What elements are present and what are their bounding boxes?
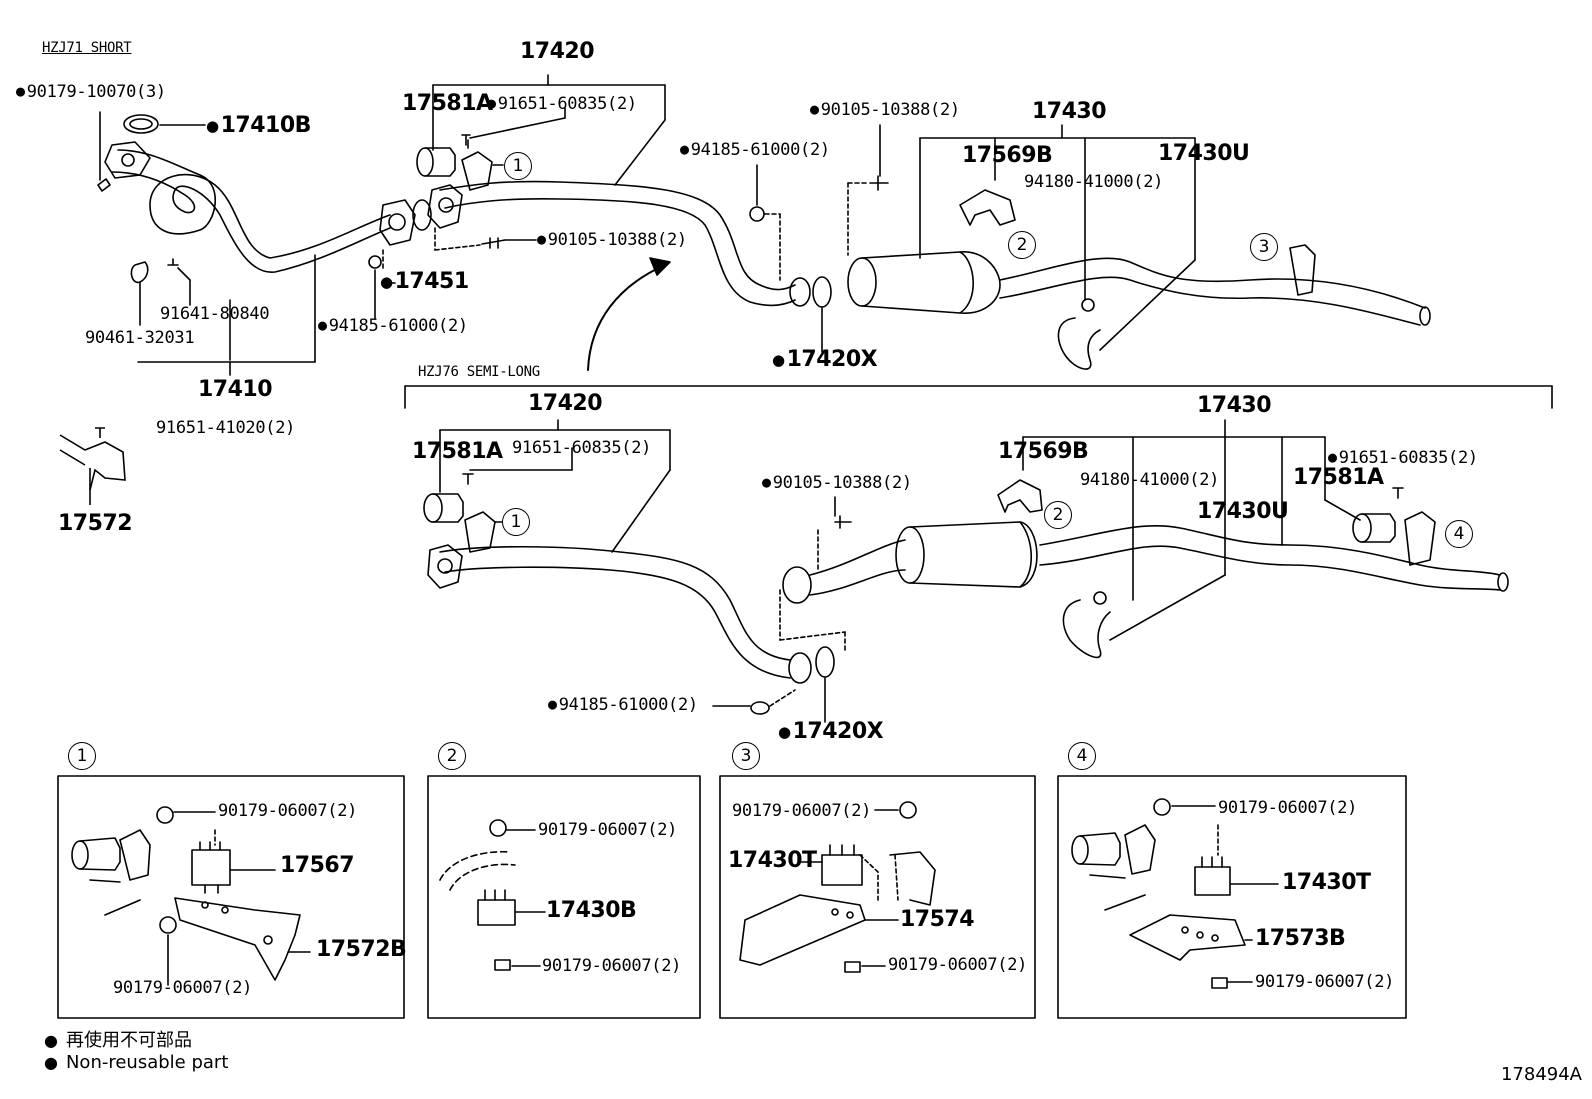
- center-pipe-17420-bottom: [427, 544, 812, 684]
- part-17569B-top: 17569B: [962, 143, 1053, 168]
- legend-text-en: Non-reusable part: [65, 1052, 229, 1073]
- diagram-reference-number: 178494A: [1500, 1064, 1582, 1085]
- part-94180-41000-bottom: 94180-41000(2): [1080, 470, 1220, 490]
- detail-box-2: [427, 775, 701, 1019]
- detail-3-nut-top: 90179-06007(2): [732, 801, 872, 821]
- part-17572: 17572: [58, 511, 133, 536]
- part-91651-41020: 91651-41020(2): [156, 418, 296, 438]
- detail-box-3: [719, 775, 1036, 1019]
- legend-text-jp: 再使用不可部品: [65, 1030, 192, 1051]
- muffler-17430-bottom: [782, 521, 1509, 604]
- detail-2-art: [439, 819, 546, 971]
- callout-1-top: 1: [504, 152, 532, 180]
- bracket-17572-art: [59, 427, 126, 505]
- legend-bullet: ●: [44, 1031, 58, 1050]
- legend-bullet: ●: [44, 1053, 58, 1072]
- detail-1-art: [71, 806, 311, 986]
- part-17581A-top: 17581A: [402, 91, 493, 116]
- detail-box-4: [1057, 775, 1407, 1019]
- detail-4-part-17430T: 17430T: [1282, 870, 1371, 895]
- part-17420X-bottom: 17420X: [778, 721, 884, 743]
- detail-3-number: 3: [732, 742, 760, 770]
- detail-2-nut-bottom: 90179-06007(2): [542, 956, 682, 976]
- part-17581A-bottom-right: 17581A: [1293, 465, 1384, 490]
- detail-4-art: [1071, 798, 1279, 989]
- detail-1-nut-top: 90179-06007(2): [218, 801, 358, 821]
- detail-4-part-17573B: 17573B: [1255, 926, 1346, 951]
- part-91651-60835-top: 91651-60835(2): [487, 94, 637, 114]
- legend-japanese: ● 再使用不可部品: [44, 1026, 192, 1052]
- variant-label-top: HZJ71 SHORT: [42, 40, 132, 56]
- callout-2-bottom: 2: [1044, 501, 1072, 529]
- part-17581A-bottom: 17581A: [412, 439, 503, 464]
- part-90461-32031: 90461-32031: [85, 328, 195, 348]
- part-90105-10388-bottom: 90105-10388(2): [762, 473, 912, 493]
- detail-box-1: [57, 775, 405, 1019]
- part-17410B: 17410B: [206, 115, 312, 137]
- detail-4-number: 4: [1068, 742, 1096, 770]
- part-17430-bottom: 17430: [1197, 393, 1272, 418]
- part-94185-61000-top-b: 94185-61000(2): [318, 316, 468, 336]
- callout-3-top: 3: [1250, 233, 1278, 261]
- part-90105-10388-top-b: 90105-10388(2): [537, 230, 687, 250]
- front-pipe-17410: [104, 141, 391, 273]
- detail-4-nut-bottom: 90179-06007(2): [1255, 972, 1395, 992]
- part-91651-60835-bottom: 91651-60835(2): [512, 438, 652, 458]
- part-17430U-bottom: 17430U: [1197, 499, 1289, 524]
- variant-label-bottom: HZJ76 SEMI-LONG: [418, 364, 540, 380]
- part-17569B-bottom: 17569B: [998, 439, 1089, 464]
- detail-3-part-17574: 17574: [900, 907, 975, 932]
- gasket-17410B: [123, 114, 159, 134]
- muffler-17430-top: [847, 251, 1431, 326]
- detail-1-number: 1: [68, 742, 96, 770]
- part-17420-top: 17420: [520, 39, 595, 64]
- part-94180-41000-top: 94180-41000(2): [1024, 172, 1164, 192]
- part-17430U-top: 17430U: [1158, 141, 1250, 166]
- detail-2-part-17430B: 17430B: [546, 898, 637, 923]
- callout-2-top: 2: [1008, 231, 1036, 259]
- detail-3-art: [739, 801, 936, 973]
- detail-3-nut-bottom: 90179-06007(2): [888, 955, 1028, 975]
- part-17451: 17451: [380, 271, 470, 293]
- detail-2-nut-top: 90179-06007(2): [538, 820, 678, 840]
- detail-2-number: 2: [438, 742, 466, 770]
- detail-4-nut-top: 90179-06007(2): [1218, 798, 1358, 818]
- part-17420X-top: 17420X: [772, 349, 878, 371]
- part-90179-10070: 90179-10070(3): [16, 82, 166, 102]
- part-91641-80840: 91641-80840: [160, 304, 270, 324]
- detail-1-nut-bottom: 90179-06007(2): [113, 978, 253, 998]
- detail-1-part-17572B: 17572B: [316, 937, 407, 962]
- part-90105-10388-top-a: 90105-10388(2): [810, 100, 960, 120]
- center-pipe-17420: [427, 180, 811, 307]
- part-17420-bottom: 17420: [528, 391, 603, 416]
- detail-1-part-17567: 17567: [280, 853, 355, 878]
- part-17430-top: 17430: [1032, 99, 1107, 124]
- detail-3-part-17430T: 17430T: [728, 848, 817, 873]
- callout-1-bottom: 1: [502, 508, 530, 536]
- part-94185-61000-bottom: 94185-61000(2): [548, 695, 698, 715]
- bolt-icon: [97, 178, 111, 192]
- legend-english: ● Non-reusable part: [44, 1052, 228, 1073]
- part-17410: 17410: [198, 377, 273, 402]
- callout-4-bottom: 4: [1445, 520, 1473, 548]
- part-91651-60835-bottom-right: 91651-60835(2): [1328, 448, 1478, 468]
- part-94185-61000-top-a: 94185-61000(2): [680, 140, 830, 160]
